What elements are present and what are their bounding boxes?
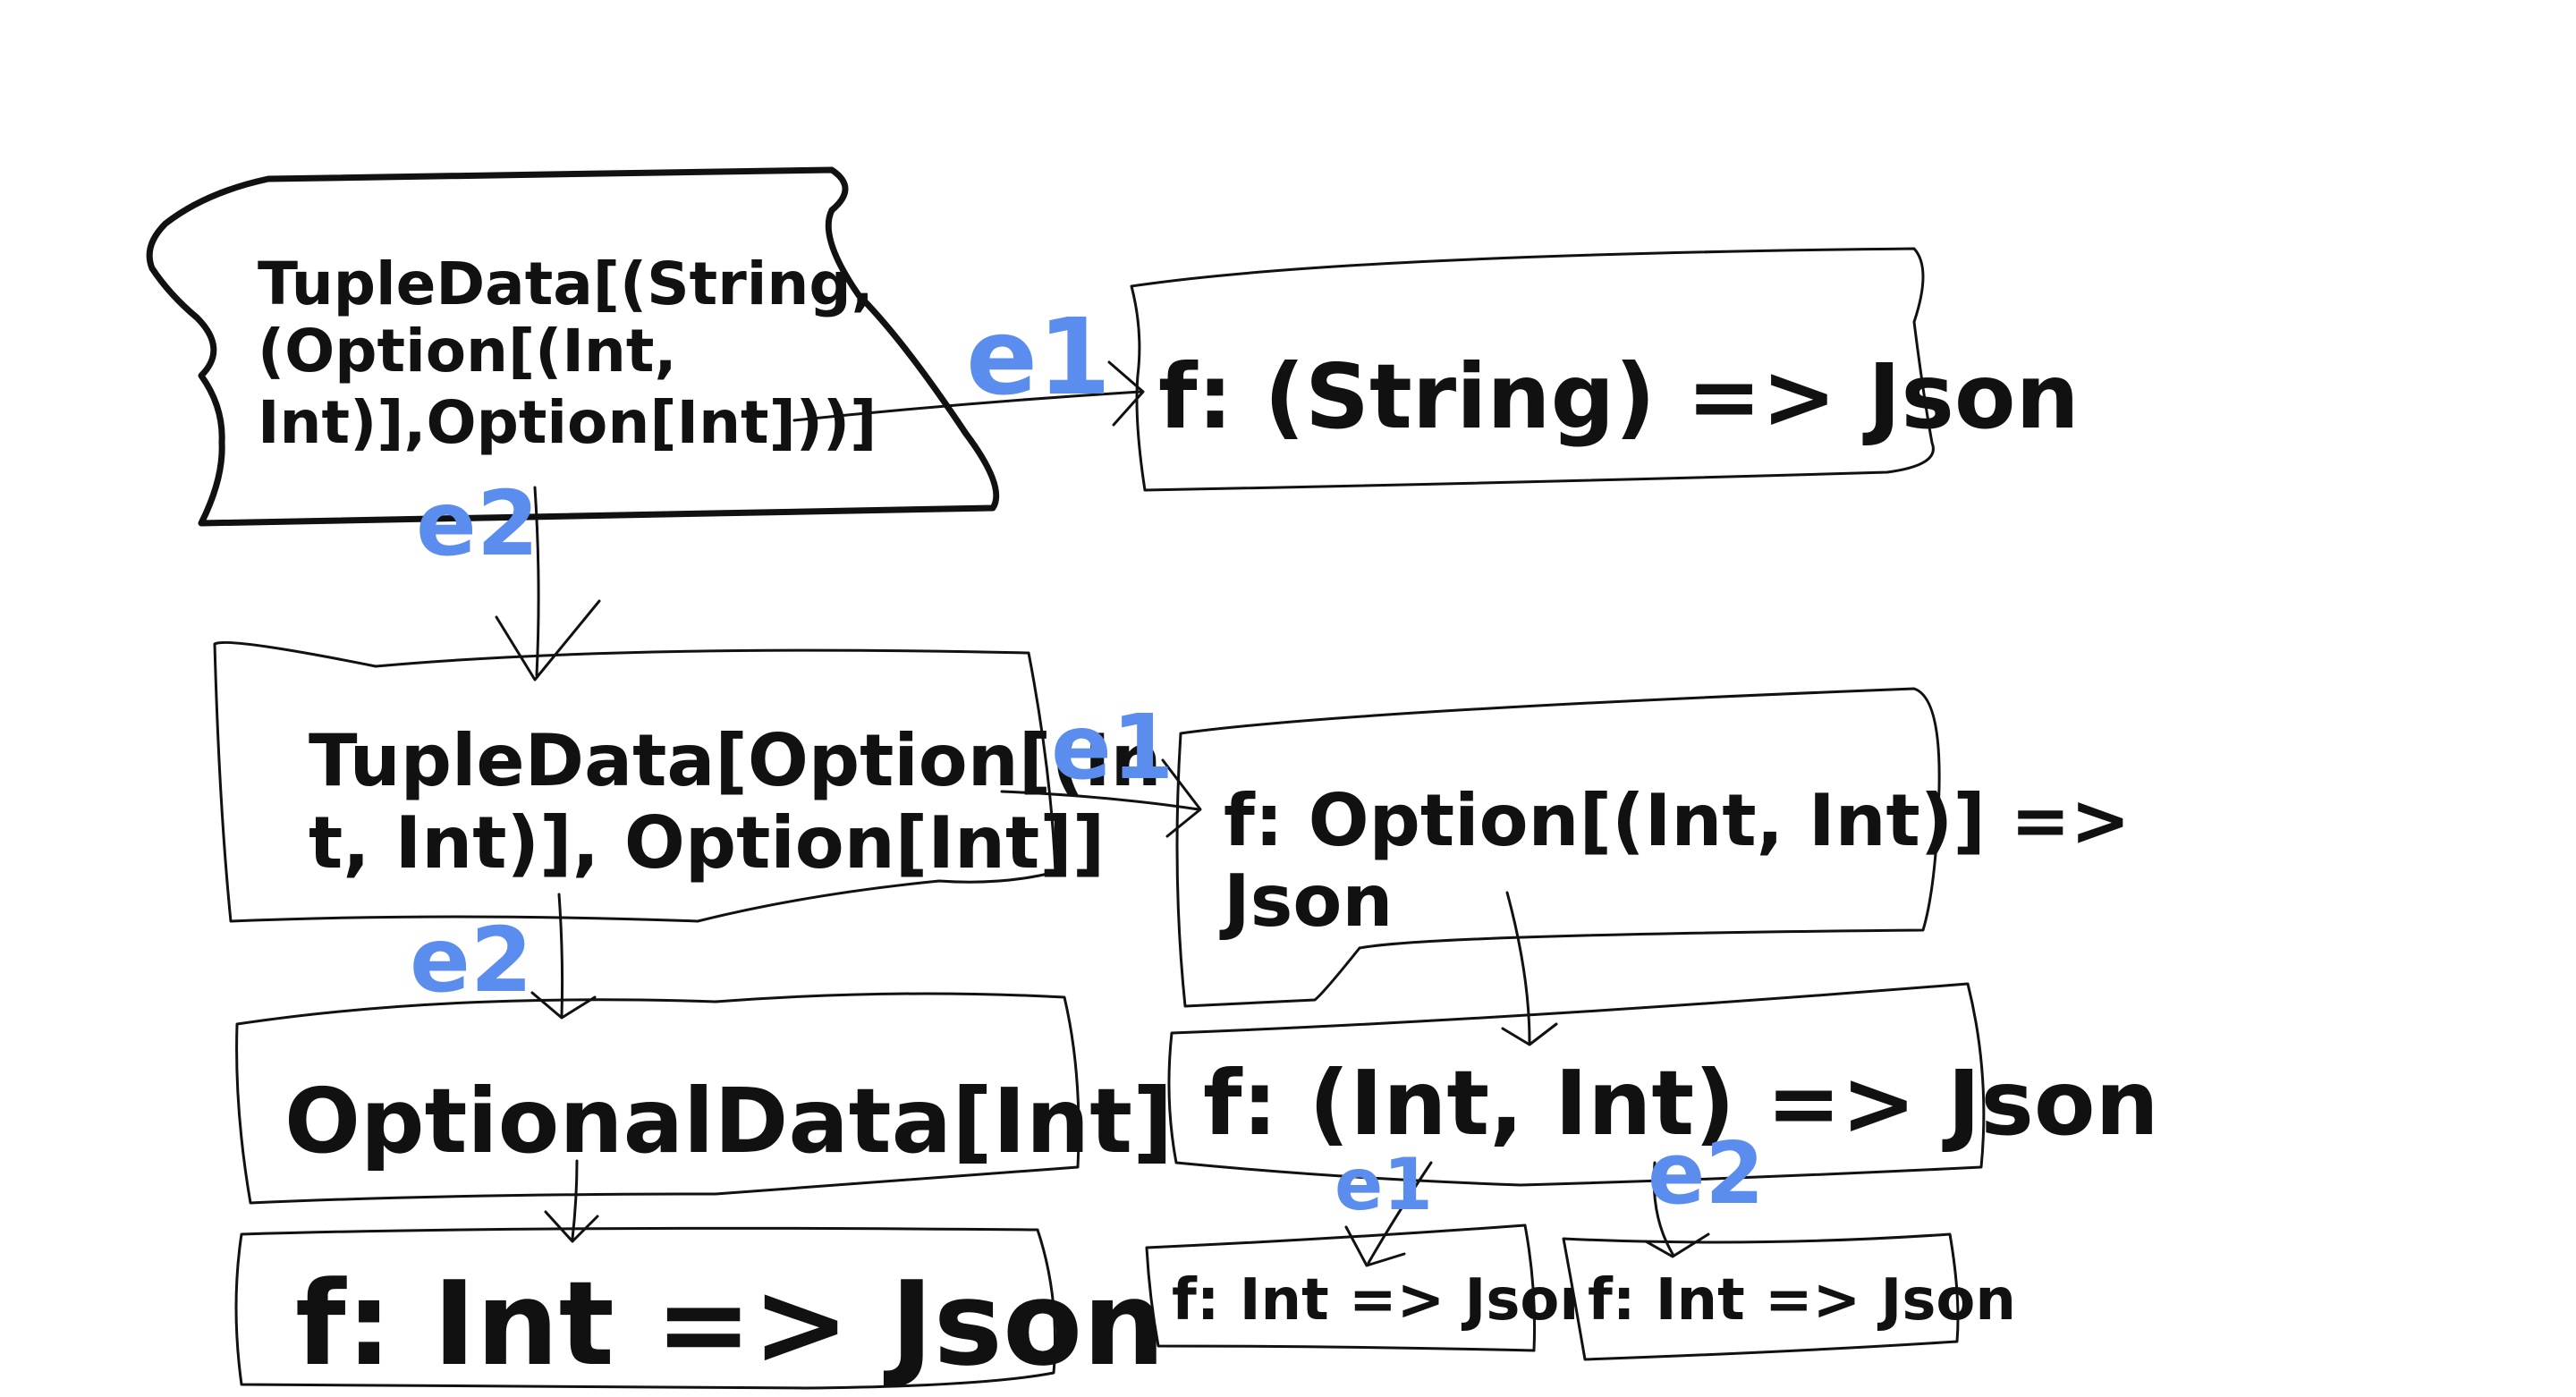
root-line-1: TupleData[(String, [258, 250, 874, 318]
arrow-f-option-to-f-int-int [1501, 891, 1558, 1046]
node-f-int-right: f: Int => Json [1562, 1232, 2016, 1361]
node-root: TupleData[(String, (Option[(Int, Int)],O… [146, 166, 1000, 527]
svg-text:f: Int => Json: f: Int => Json [1588, 1267, 2016, 1334]
edge-label-pair-e2: e2 [1648, 1125, 1765, 1223]
svg-text:TupleData[Option[(In t,: TupleData[Option[(In t, Int)], Option[In… [309, 719, 1186, 885]
arrow-tuple-to-optional [530, 893, 597, 1020]
svg-text:f: Int => Json: f: Int => Json [295, 1256, 1165, 1392]
edge-label-tuple-e1: e1 [1051, 695, 1174, 800]
node-f-option-tuple: f: Option[(Int, Int)] => Json [1175, 687, 2156, 1008]
svg-text:f: Option[(Int, Int)] =>: f: Option[(Int, Int)] => Json [1219, 779, 2156, 943]
edge-label-pair-e1: e1 [1335, 1143, 1433, 1226]
f-int-right-line-1: f: Int => Json [1588, 1267, 2016, 1334]
arrow-optional-to-f-int-main [544, 1159, 599, 1243]
arrow-tuple-to-f-option [1000, 758, 1202, 838]
tuple-option-line-1: TupleData[Option[(In [309, 719, 1162, 802]
node-f-string: f: (String) => Json [1130, 247, 2080, 492]
node-f-int-main: f: Int => Json [234, 1226, 1165, 1392]
tuple-option-line-2: t, Int)], Option[Int]] [309, 801, 1105, 885]
node-optional-int: OptionalData[Int] [235, 992, 1174, 1205]
f-int-int-line-1: f: (Int, Int) => Json [1203, 1051, 2159, 1156]
arrow-root-to-tuple-option [495, 486, 601, 682]
f-option-tuple-line-1: f: Option[(Int, Int)] => [1224, 779, 2131, 862]
svg-text:TupleData[(String, (Opti: TupleData[(String, (Option[(Int, Int)],O… [258, 250, 894, 457]
root-line-3: Int)],Option[Int]))] [258, 388, 877, 457]
edge-label-root-e2: e2 [416, 471, 538, 576]
root-line-2: (Option[(Int, [258, 317, 677, 385]
edge-label-root-e1: e1 [966, 295, 1111, 419]
f-option-tuple-line-2: Json [1219, 859, 1393, 943]
svg-text:f: Int => Json: f: Int => Json [1172, 1267, 1600, 1334]
f-int-left-line-1: f: Int => Json [1172, 1267, 1600, 1334]
arrow-f-int-int-to-left [1344, 1161, 1433, 1267]
f-int-main-line-1: f: Int => Json [295, 1256, 1165, 1392]
arrow-root-to-f-string [792, 360, 1145, 427]
node-tuple-option: TupleData[Option[(In t, Int)], Option[In… [213, 640, 1186, 923]
f-string-line-1: f: (String) => Json [1158, 344, 2080, 449]
svg-text:f: (Int, Int) => Json: f: (Int, Int) => Json [1203, 1051, 2159, 1156]
edge-label-tuple-e2: e2 [410, 908, 532, 1012]
node-f-int-int: f: (Int, Int) => Json [1167, 982, 2159, 1187]
svg-text:OptionalData[Int]: OptionalData[Int] [284, 1069, 1174, 1173]
node-f-int-left: f: Int => Json [1145, 1223, 1600, 1352]
optional-int-line-1: OptionalData[Int] [284, 1069, 1174, 1173]
arrow-f-int-int-to-right [1644, 1161, 1710, 1258]
svg-text:f: (String) => Json: f: (String) => Json [1158, 344, 2080, 449]
